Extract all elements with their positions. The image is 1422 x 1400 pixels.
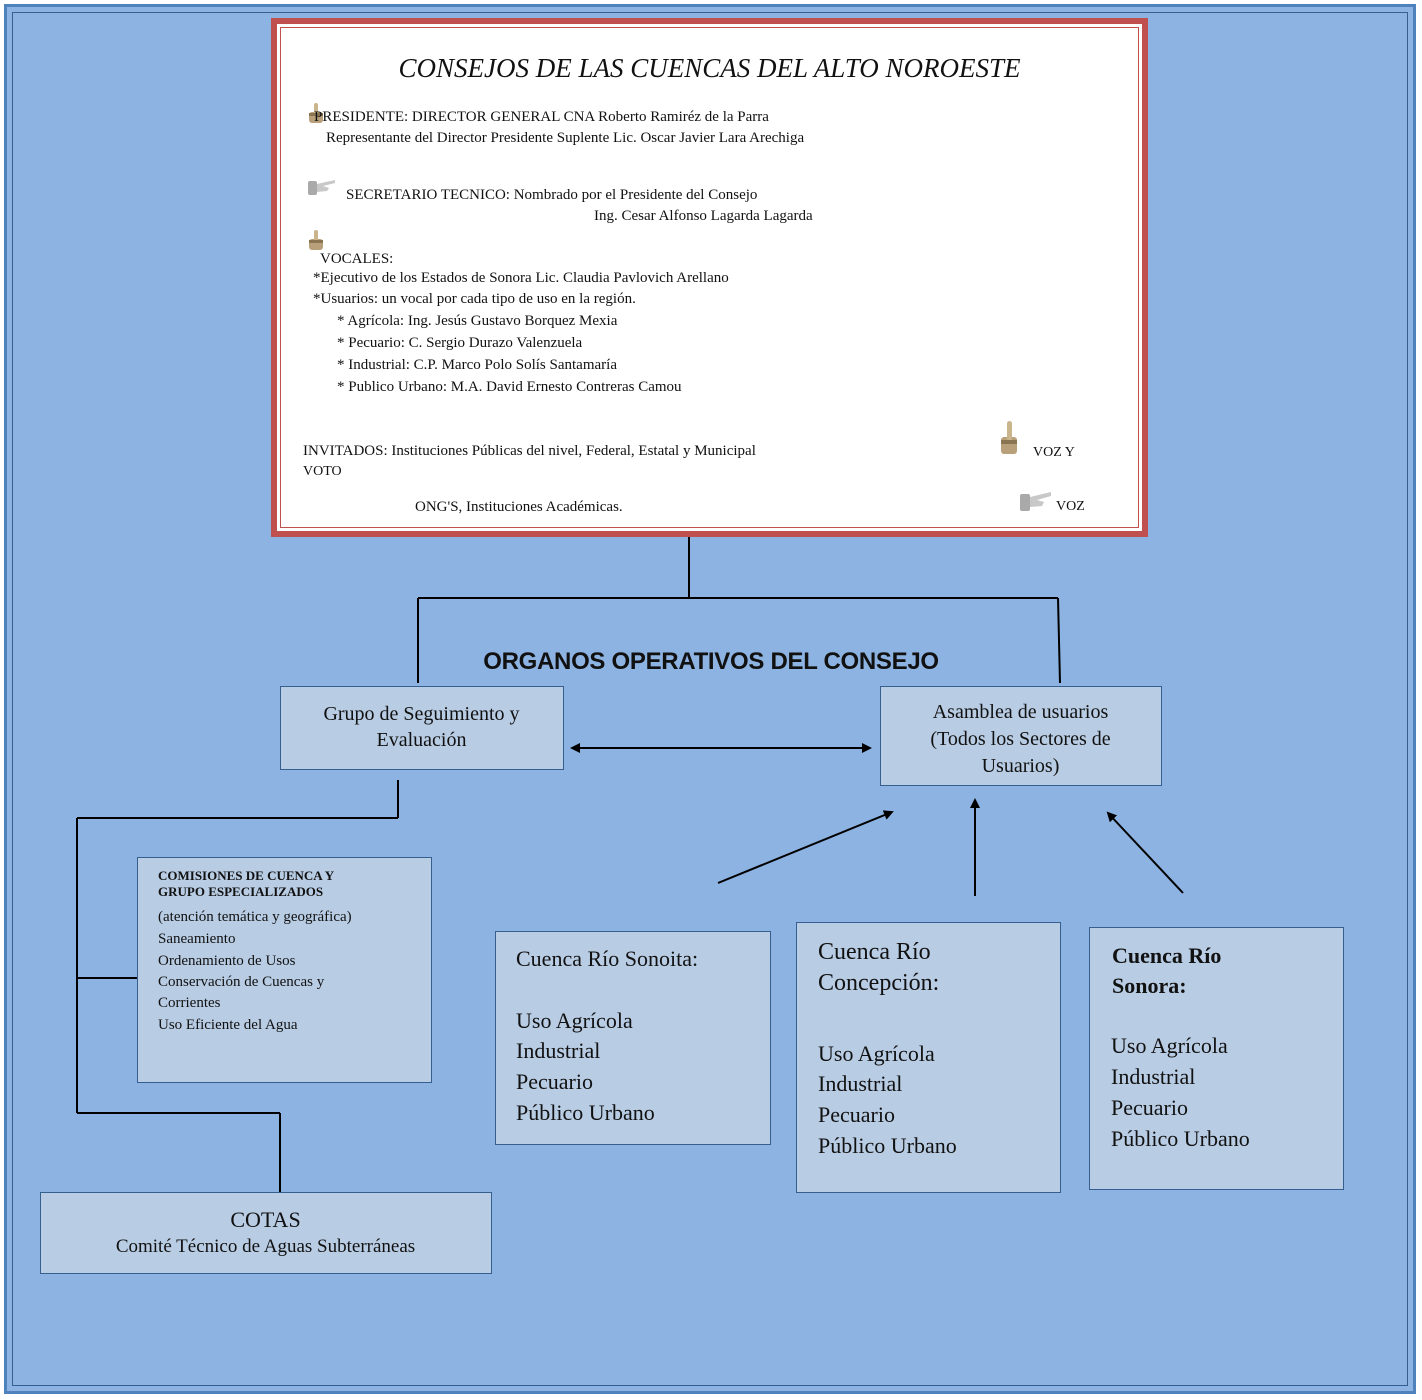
cuenca-concepcion-box: Cuenca Río Concepción: Uso Agrícola Indu… bbox=[796, 922, 1061, 1193]
council-inner-border bbox=[280, 27, 1139, 528]
cuenca-sonoita-box: Cuenca Río Sonoita: Uso Agrícola Industr… bbox=[495, 931, 771, 1145]
pointing-hand-icon bbox=[1019, 490, 1053, 517]
comisiones-heading-2: GRUPO ESPECIALIZADOS bbox=[158, 884, 324, 899]
cuenca-sonora-use-2: Industrial bbox=[1111, 1064, 1196, 1089]
raised-hand-icon bbox=[998, 420, 1020, 461]
comisiones-line-4: Conservación de Cuencas y bbox=[158, 974, 325, 990]
ong-line: ONG'S, Instituciones Académicas. bbox=[415, 499, 623, 515]
grupo-seguimiento-line-1: Grupo de Seguimiento y bbox=[323, 703, 520, 725]
grupo-seguimiento-box: Grupo de Seguimiento y Evaluación bbox=[280, 686, 564, 770]
cotas-subtitle: Comité Técnico de Aguas Subterráneas bbox=[115, 1236, 416, 1257]
comisiones-line-5: Corrientes bbox=[158, 995, 221, 1011]
vocal-agricola-line: * Agrícola: Ing. Jesús Gustavo Borquez M… bbox=[337, 313, 618, 329]
cuenca-concepcion-use-1: Uso Agrícola bbox=[818, 1041, 935, 1066]
legend-voz: VOZ bbox=[1056, 499, 1085, 514]
secretario-name-line: Ing. Cesar Alfonso Lagarda Lagarda bbox=[594, 208, 813, 224]
cuenca-concepcion-use-3: Pecuario bbox=[818, 1102, 895, 1127]
council-box: CONSEJOS DE LAS CUENCAS DEL ALTO NOROEST… bbox=[271, 18, 1148, 537]
cuenca-concepcion-title-1: Cuenca Río bbox=[818, 939, 931, 965]
presidente-substitute-line: Representante del Director Presidente Su… bbox=[326, 130, 805, 146]
comisiones-line-6: Uso Eficiente del Agua bbox=[158, 1017, 298, 1033]
section-title: ORGANOS OPERATIVOS DEL CONSEJO bbox=[483, 648, 939, 675]
comisiones-line-1: (atención temática y geográfica) bbox=[158, 909, 352, 925]
cuenca-sonoita-title: Cuenca Río Sonoita: bbox=[516, 946, 699, 971]
cuenca-sonora-use-3: Pecuario bbox=[1111, 1095, 1188, 1120]
presidente-line: PRESIDENTE: DIRECTOR GENERAL CNA Roberto… bbox=[314, 109, 769, 125]
comisiones-line-3: Ordenamiento de Usos bbox=[158, 953, 296, 969]
page-inner-border bbox=[12, 12, 1408, 1386]
comisiones-line-2: Saneamiento bbox=[158, 931, 236, 947]
cuenca-sonora-box: Cuenca Río Sonora: Uso Agrícola Industri… bbox=[1089, 927, 1344, 1190]
cuenca-concepcion-use-4: Público Urbano bbox=[818, 1133, 957, 1158]
cuenca-sonora-use-1: Uso Agrícola bbox=[1111, 1033, 1228, 1058]
vocal-usuarios-line: *Usuarios: un vocal por cada tipo de uso… bbox=[313, 291, 636, 307]
legend-voz-y-voto: VOZ Y bbox=[1033, 445, 1075, 460]
cuenca-sonora-title-1: Cuenca Río bbox=[1112, 943, 1222, 968]
cotas-box: COTAS Comité Técnico de Aguas Subterráne… bbox=[40, 1192, 492, 1274]
cuenca-sonoita-use-1: Uso Agrícola bbox=[516, 1008, 633, 1033]
asamblea-line-2: (Todos los Sectores de bbox=[930, 728, 1111, 750]
invitados-voto-line: VOTO bbox=[303, 464, 342, 479]
council-title: CONSEJOS DE LAS CUENCAS DEL ALTO NOROEST… bbox=[398, 53, 1021, 83]
cuenca-sonoita-use-2: Industrial bbox=[516, 1038, 601, 1063]
asamblea-line-3: Usuarios) bbox=[981, 755, 1060, 777]
cuenca-sonora-use-4: Público Urbano bbox=[1111, 1126, 1250, 1151]
comisiones-heading-1: COMISIONES DE CUENCA Y bbox=[158, 868, 335, 883]
asamblea-line-1: Asamblea de usuarios bbox=[932, 701, 1109, 723]
grupo-seguimiento-line-2: Evaluación bbox=[376, 729, 467, 751]
cuenca-sonora-title-2: Sonora: bbox=[1112, 973, 1187, 998]
vocal-publico-urbano-line: * Publico Urbano: M.A. David Ernesto Con… bbox=[337, 379, 682, 395]
vocal-pecuario-line: * Pecuario: C. Sergio Durazo Valenzuela bbox=[337, 335, 583, 351]
asamblea-box: Asamblea de usuarios (Todos los Sectores… bbox=[880, 686, 1162, 786]
cuenca-sonoita-use-3: Pecuario bbox=[516, 1069, 593, 1094]
cuenca-concepcion-title-2: Concepción: bbox=[818, 970, 940, 996]
comisiones-box: COMISIONES DE CUENCA Y GRUPO ESPECIALIZA… bbox=[137, 857, 432, 1083]
cotas-title: COTAS bbox=[230, 1207, 301, 1232]
vocal-industrial-line: * Industrial: C.P. Marco Polo Solís Sant… bbox=[337, 357, 617, 373]
pointing-hand-icon bbox=[307, 178, 337, 201]
cuenca-concepcion-use-2: Industrial bbox=[818, 1071, 903, 1096]
invitados-line: INVITADOS: Instituciones Públicas del ni… bbox=[303, 443, 756, 459]
raised-hand-icon bbox=[306, 102, 326, 129]
vocales-heading: VOCALES: bbox=[320, 251, 394, 267]
raised-hand-icon bbox=[306, 229, 326, 256]
cuenca-sonoita-use-4: Público Urbano bbox=[516, 1100, 655, 1125]
secretario-line: SECRETARIO TECNICO: Nombrado por el Pres… bbox=[346, 187, 758, 203]
vocal-ejecutivo-line: *Ejecutivo de los Estados de Sonora Lic.… bbox=[313, 270, 729, 286]
